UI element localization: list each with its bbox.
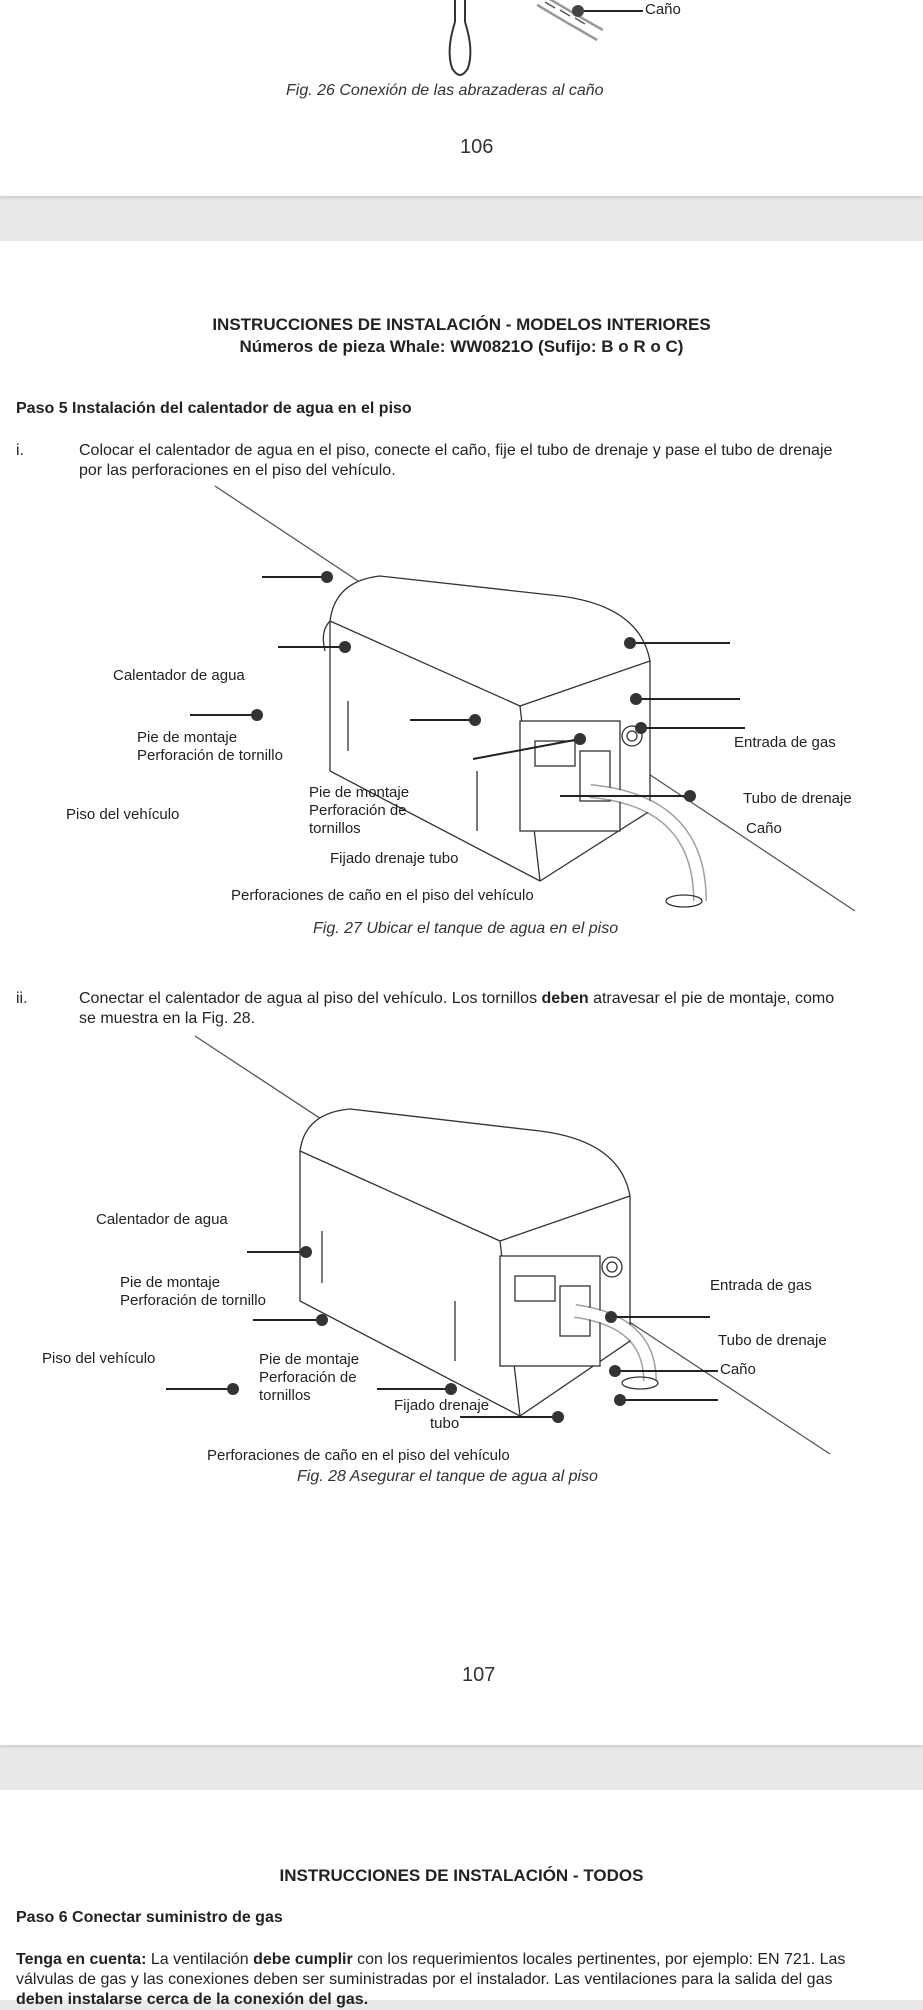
fig27-label-pie2-l2: Perforación de — [309, 802, 407, 819]
page-number: 106 — [460, 136, 494, 158]
fig28-label-pie2-l1: Pie de montaje — [259, 1351, 360, 1368]
page-title: INSTRUCCIONES DE INSTALACIÓN - TODOS — [279, 1866, 644, 1885]
fig28-caption: Fig. 28 Asegurar el tanque de agua al pi… — [297, 1468, 598, 1485]
item-i-line1: Colocar el calentador de agua en el piso… — [79, 442, 833, 459]
note-line1: Tenga en cuenta: La ventilación debe cum… — [16, 1951, 846, 1968]
page-107: INSTRUCCIONES DE INSTALACIÓN - MODELOS I… — [0, 241, 923, 1745]
fig27-label-piso: Piso del vehículo — [66, 806, 180, 823]
fig27-label-entrada: Entrada de gas — [734, 734, 836, 751]
fig28-label-pie1-l2: Perforación de tornillo — [120, 1292, 266, 1309]
fig27-label-tubo: Tubo de drenaje — [743, 790, 852, 807]
fig27-label-pie2-l3: tornillos — [309, 820, 361, 837]
fig27-label-perforaciones: Perforaciones de caño en el piso del veh… — [231, 887, 534, 904]
fig27-heater-illustration — [190, 485, 856, 912]
page-number: 107 — [462, 1664, 496, 1686]
item-ii-number: ii. — [16, 990, 28, 1007]
cano-label: Caño — [645, 1, 681, 18]
item-ii-line1: Conectar el calentador de agua al piso d… — [79, 990, 835, 1007]
page-108: INSTRUCCIONES DE INSTALACIÓN - TODOS Pas… — [0, 1790, 923, 2008]
fig26-caption: Fig. 26 Conexión de las abrazaderas al c… — [286, 82, 604, 99]
step-5-heading: Paso 5 Instalación del calentador de agu… — [16, 400, 412, 417]
page-title: INSTRUCCIONES DE INSTALACIÓN - MODELOS I… — [212, 315, 711, 334]
fig28-label-entrada: Entrada de gas — [710, 1277, 812, 1294]
fig28-label-pie2-l3: tornillos — [259, 1387, 311, 1404]
fig28-label-pie1-l1: Pie de montaje — [120, 1274, 221, 1291]
note-line2: válvulas de gas y las conexiones deben s… — [16, 1971, 833, 1988]
step-6-heading: Paso 6 Conectar suministro de gas — [16, 1909, 283, 1926]
fig27-label-pie1-l1: Pie de montaje — [137, 729, 238, 746]
fig28-label-fijado-l1: Fijado drenaje — [394, 1397, 490, 1414]
fig26-illustration — [448, 0, 643, 76]
fig27-caption: Fig. 27 Ubicar el tanque de agua en el p… — [313, 920, 619, 937]
fig27-label-calentador: Calentador de agua — [113, 667, 245, 684]
item-i-number: i. — [16, 442, 24, 459]
fig27-label-fijado: Fijado drenaje tubo — [330, 850, 459, 867]
fig28-label-cano: Caño — [720, 1361, 756, 1378]
fig28-label-calentador: Calentador de agua — [96, 1211, 228, 1228]
item-i-line2: por las perforaciones en el piso del veh… — [79, 462, 396, 479]
page-106: Caño Fig. 26 Conexión de las abrazaderas… — [0, 0, 923, 196]
fig27-label-cano: Caño — [746, 820, 782, 837]
fig27-label-pie1-l2: Perforación de tornillo — [137, 747, 283, 764]
fig28-label-fijado-l2: tubo — [430, 1415, 460, 1432]
item-ii-line2: se muestra en la Fig. 28. — [79, 1010, 256, 1027]
fig28-label-tubo: Tubo de drenaje — [718, 1332, 827, 1349]
fig27-label-pie2-l1: Pie de montaje — [309, 784, 410, 801]
fig28-label-pie2-l2: Perforación de — [259, 1369, 357, 1386]
fig28-label-piso: Piso del vehículo — [42, 1350, 156, 1367]
fig28-heater-illustration — [166, 1035, 831, 1455]
page-subtitle: Números de pieza Whale: WW0821O (Sufijo:… — [239, 337, 684, 356]
fig28-label-perforaciones: Perforaciones de caño en el piso del veh… — [207, 1447, 510, 1464]
note-line3: deben instalarse cerca de la conexión de… — [16, 1991, 369, 2008]
